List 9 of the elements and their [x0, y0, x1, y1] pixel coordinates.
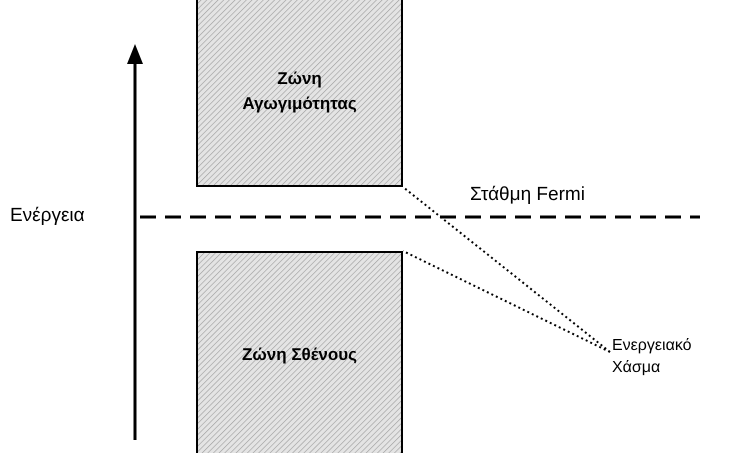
gap-label: Ενεργειακό Χάσμα	[612, 336, 693, 378]
band-label: Ζώνη Σθένους	[241, 344, 358, 366]
fermi-level-label: Στάθμη Fermi	[470, 184, 585, 206]
axis-label: Ενέργεια	[10, 205, 85, 227]
leader-line	[402, 186, 611, 353]
valence-band	[196, 251, 403, 453]
band-label: Ζώνη Αγωγιμότητας	[241, 68, 358, 115]
conduction-band	[196, 0, 403, 187]
leader-line	[402, 250, 610, 353]
